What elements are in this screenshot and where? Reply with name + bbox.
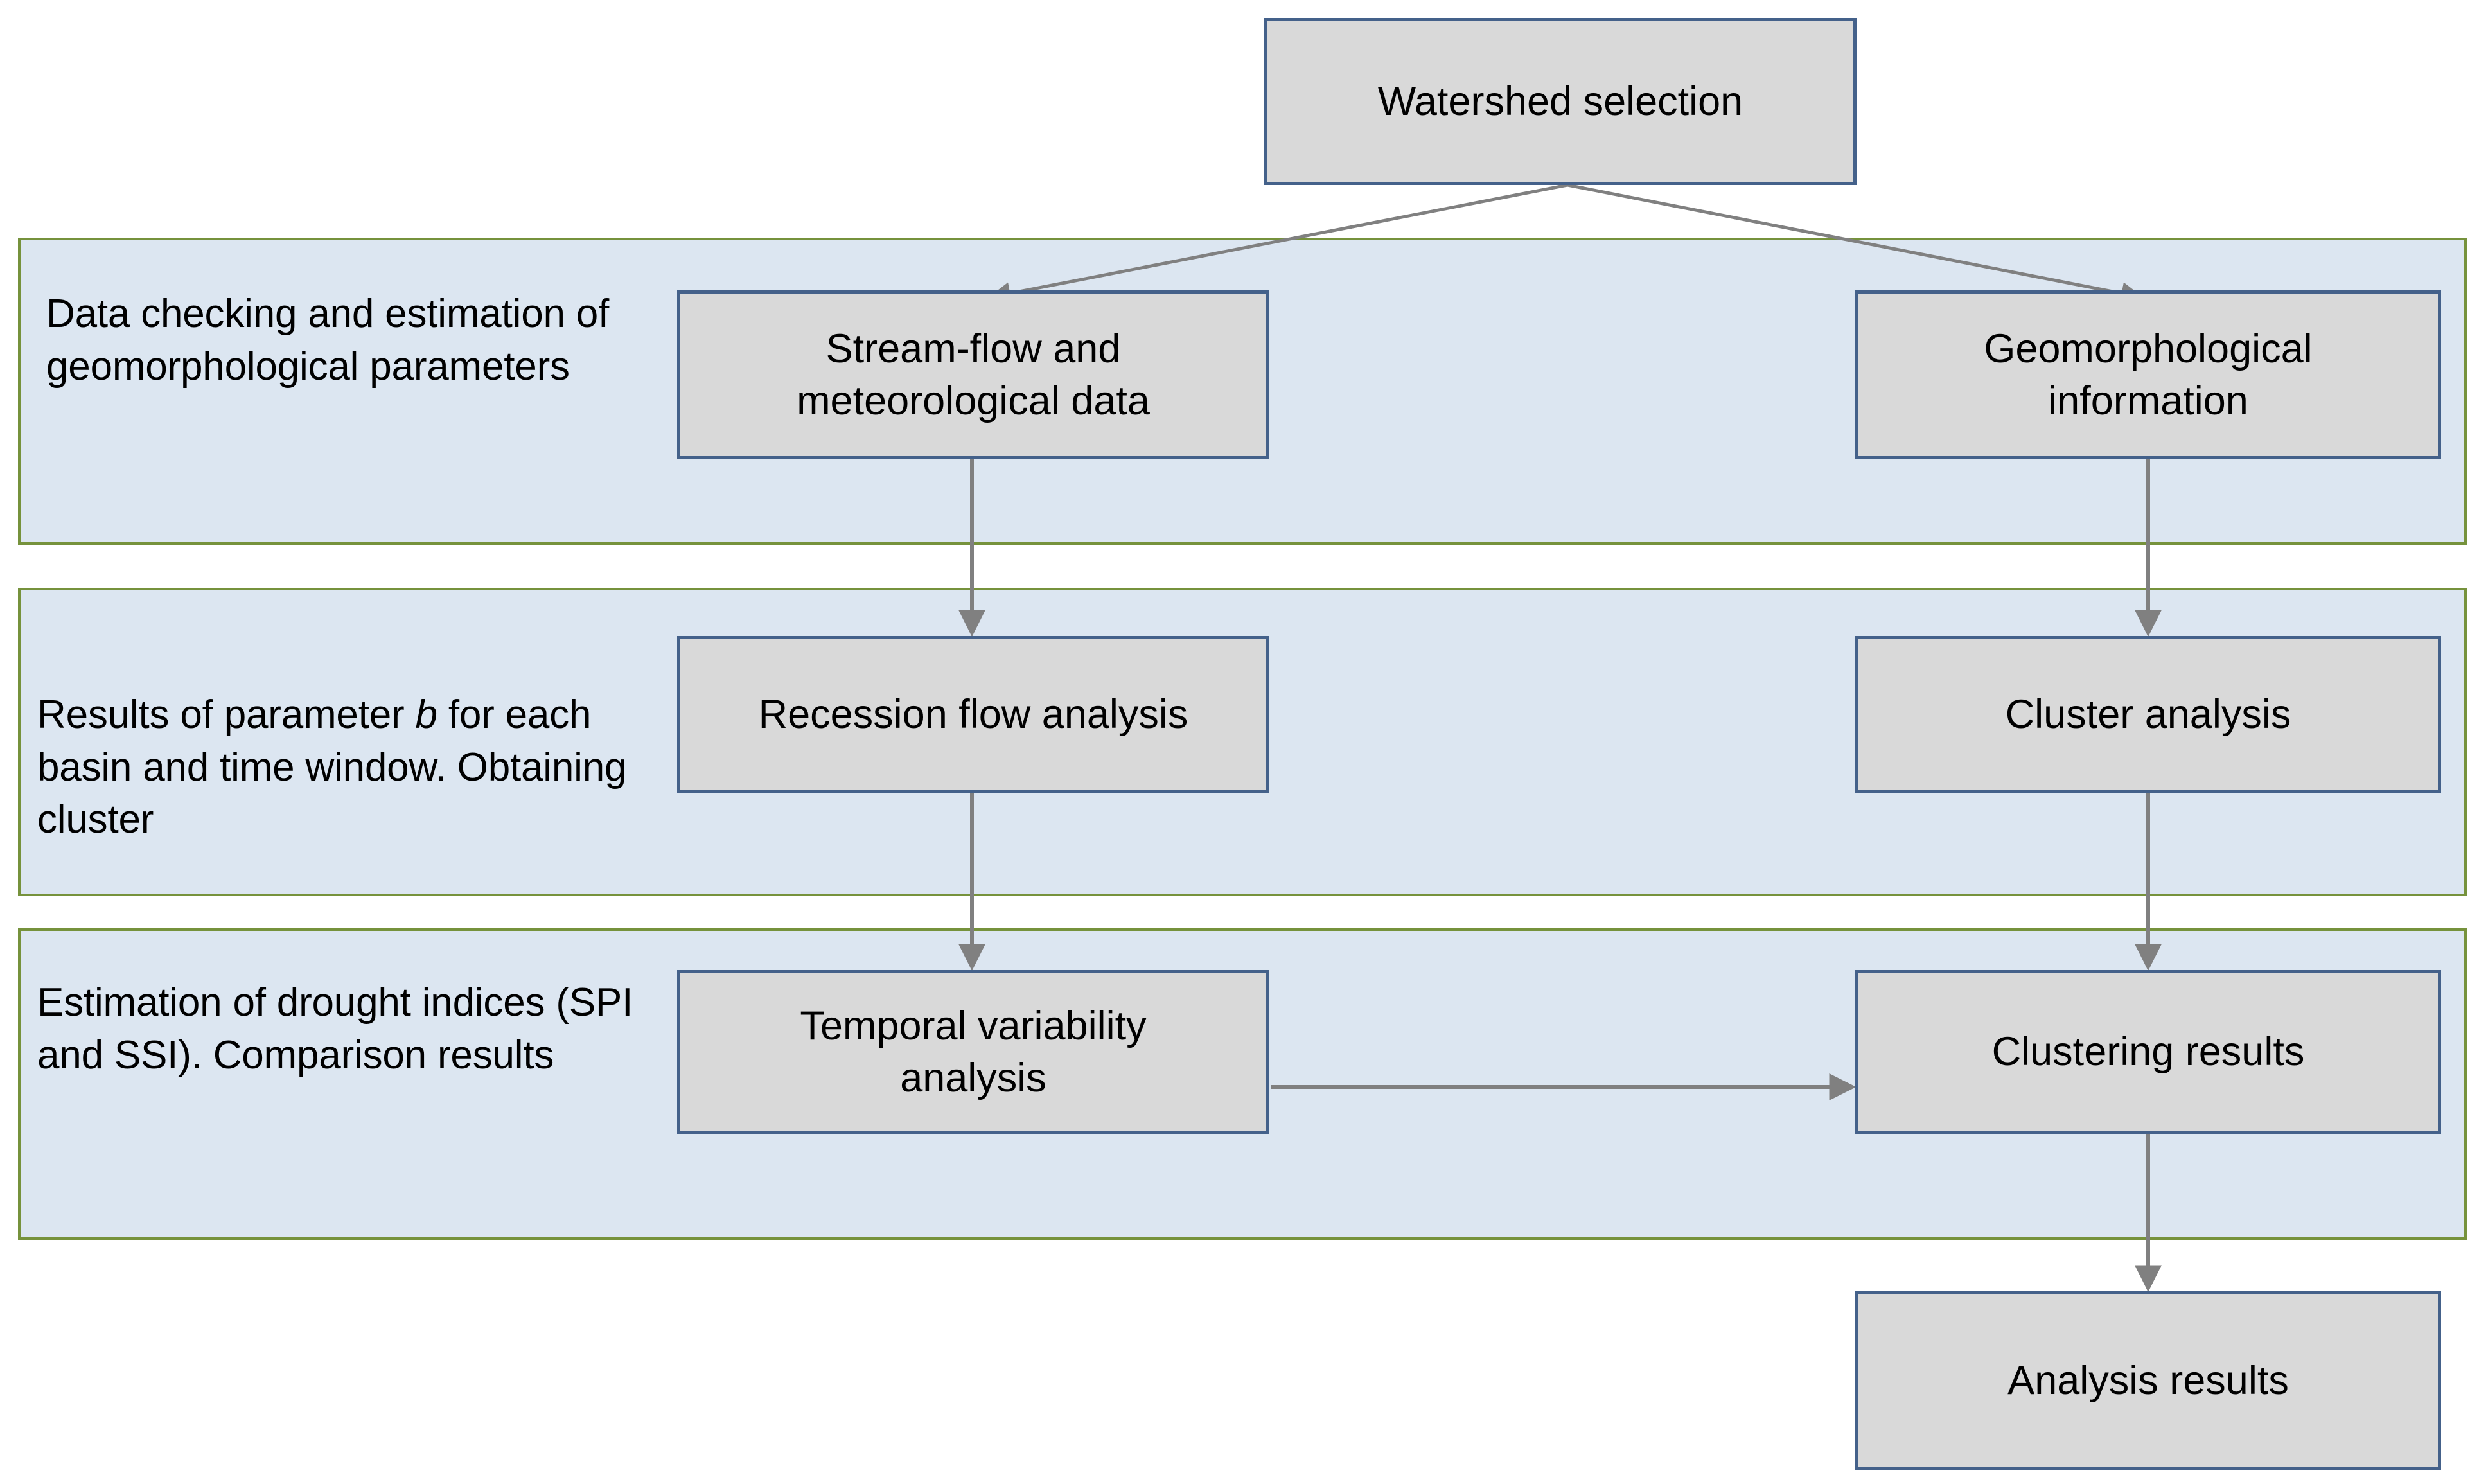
node-geomorphological-information[interactable]: Geomorphological information [1855,290,2441,459]
node-analysis-results-label: Analysis results [2007,1357,2289,1403]
node-cluster-analysis-label: Cluster analysis [2005,692,2291,738]
stage-band-3-label: Estimation of drought indices (SPI and S… [37,980,633,1077]
stage-band-2-label-prefix: Results of parameter [37,692,416,737]
node-watershed-selection-label: Watershed selection [1377,78,1743,124]
node-watershed-selection[interactable]: Watershed selection [1264,18,1857,185]
node-stream-flow-data-label: Stream-flow and meteorological data [797,326,1150,423]
node-temporal-variability-analysis[interactable]: Temporal variability analysis [677,970,1269,1134]
stage-band-2-label-italic-b: b [415,692,437,737]
node-geomorphological-information-label: Geomorphological information [1984,326,2313,423]
node-recession-flow-analysis-label: Recession flow analysis [758,692,1188,738]
node-clustering-results-label: Clustering results [1991,1029,2305,1075]
node-cluster-analysis[interactable]: Cluster analysis [1855,636,2441,793]
node-stream-flow-data[interactable]: Stream-flow and meteorological data [677,290,1269,459]
node-recession-flow-analysis[interactable]: Recession flow analysis [677,636,1269,793]
node-analysis-results[interactable]: Analysis results [1855,1291,2441,1470]
stage-band-2-label-suffix: for each basin and time window. Obtainin… [37,692,627,842]
stage-band-2-label: Results of parameter b for each basin an… [37,636,683,846]
stage-band-1-label: Data checking and estimation of geomorph… [46,292,610,389]
node-temporal-variability-analysis-label: Temporal variability analysis [800,1003,1147,1100]
node-clustering-results[interactable]: Clustering results [1855,970,2441,1134]
